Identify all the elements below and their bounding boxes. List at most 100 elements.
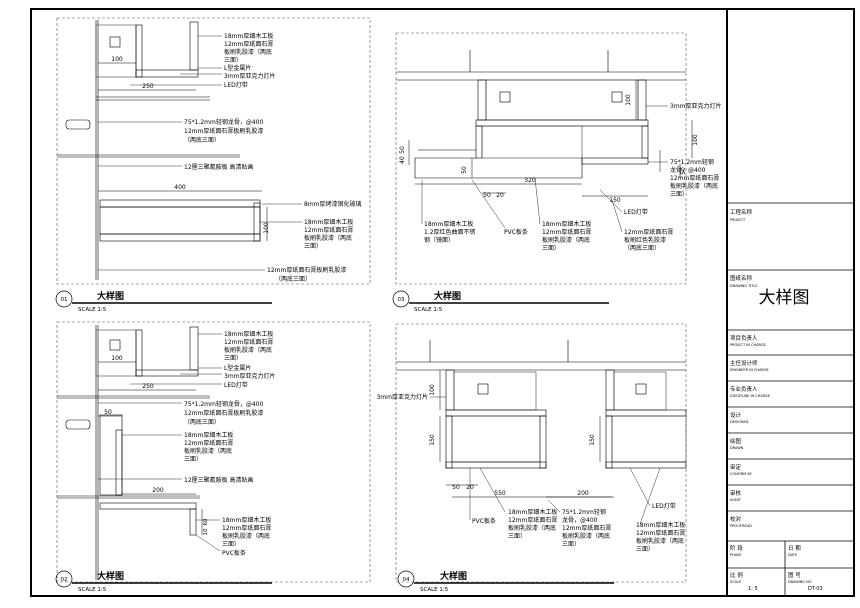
drawing-no-label-en: DRAWING NO	[788, 580, 812, 584]
d4-dim-200: 200	[577, 490, 589, 497]
row-engineer-in-charge: 主任设计师	[730, 359, 758, 367]
d3-label-4: 板刷乳胶漆（两底	[670, 182, 718, 190]
detail-title-04: 04 大样图 SCALE 1:5	[397, 570, 614, 593]
row-confirm-by-en: CONFIRM BY	[730, 472, 753, 476]
d4-label-8: 12mm厚纸面石膏	[562, 524, 611, 532]
detail-02-dimensions	[98, 361, 203, 535]
d3-label-7: 1.2厚红色曲面不锈	[424, 228, 476, 236]
d2-label-10: 18mm厚细木工板	[184, 431, 233, 439]
d1-label-4: L型金属片	[224, 64, 251, 72]
title-block-rows: 项目负责人 PROJECT IN CHARGE 主任设计师 ENGINEER I…	[730, 334, 770, 528]
d3-dim-40: 40	[399, 156, 406, 164]
d4-dim-50: 50	[452, 484, 460, 491]
d1-label-10: 12厘三聚氰胺板 高清贴画	[184, 163, 254, 171]
d3-dim-50: 50	[399, 146, 406, 154]
project-name-label: 工程名称	[730, 208, 753, 216]
detail-number-04: 04	[403, 577, 410, 583]
d3-label-13: 三面）	[542, 245, 560, 252]
d2-label-11: 12mm厚纸面石膏	[184, 439, 233, 447]
d1-label-11: 8mm厚烤漆钢化玻璃	[304, 200, 362, 208]
d1-label-2: 板刷乳胶漆（两底	[224, 48, 272, 56]
d2-dim-60: 60	[203, 518, 209, 525]
detail-title-text-04: 大样图	[440, 570, 467, 582]
detail-title-02: 02 大样图 SCALE 1:5	[55, 570, 272, 593]
d1-label-0: 18mm厚细木工板	[224, 32, 273, 40]
d2-label-17: 板刷乳胶漆（两底	[222, 532, 270, 540]
drawing-no-label: 图 号	[788, 571, 801, 579]
d2-label-1: 12mm厚纸面石膏	[224, 338, 273, 346]
d2-label-13: 三面）	[184, 456, 202, 463]
d3-dim-100-b: 100	[692, 134, 699, 146]
row-engineer-in-charge-en: ENGINEER IN CHARGE	[730, 368, 769, 372]
row-audit: 审核	[730, 489, 742, 497]
d1-label-12: 18mm厚细木工板	[304, 218, 353, 226]
detail-number-02: 02	[61, 577, 68, 583]
detail-scale-01: SCALE 1:5	[78, 307, 107, 313]
d3-label-0: 3mm厚亚克力灯片	[670, 102, 722, 110]
detail-title-03: 03 大样图 SCALE 1:5	[392, 290, 609, 313]
d4-label-1: 18mm厚细木工板	[508, 508, 557, 516]
d4-label-2: 12mm厚纸面石膏	[508, 516, 557, 524]
d2-label-12: 板刷乳胶漆（两底	[184, 447, 232, 455]
d4-dim-100: 100	[429, 384, 436, 396]
d4-label-7: 龙骨，@400	[562, 516, 598, 524]
d4-label-9: 板刷乳胶漆（两底	[562, 532, 610, 540]
detail-02-geometry	[57, 325, 210, 580]
row-designed-en: DESIGNED	[730, 420, 749, 424]
d3-label-17: （两底三面）	[624, 244, 660, 252]
d1-label-16: 12mm厚纸面石膏板刷乳胶漆	[267, 266, 346, 274]
date-label: 日 期	[788, 545, 801, 552]
d2-label-14: 12厘三聚氰胺板 高清贴画	[184, 476, 254, 484]
detail-03-geometry	[396, 50, 686, 179]
row-audit-en: AUDIT	[730, 498, 742, 502]
d4-dim-150-b: 150	[589, 434, 596, 446]
d3-label-8: 钢（镜面）	[424, 236, 454, 244]
d2-label-16: 12mm厚纸面石膏	[222, 524, 271, 532]
detail-01-geometry	[57, 20, 261, 280]
detail-01-leaders	[98, 35, 302, 271]
d3-dim-320: 320	[524, 177, 536, 184]
detail-03-leaders	[421, 105, 668, 233]
d1-label-6: LED灯带	[224, 81, 248, 89]
row-proofread-en: PROOFREAD	[730, 524, 752, 528]
row-drawn: 绘图	[730, 437, 742, 445]
detail-title-text-03: 大样图	[434, 290, 461, 302]
d4-label-6: 75*1.2mm轻钢	[562, 508, 606, 516]
d4-label-11: LED灯带	[652, 502, 676, 510]
detail-scale-04: SCALE 1:5	[420, 587, 449, 593]
d2-label-19: PVC板条	[222, 549, 246, 557]
d4-label-14: 板刷乳胶漆（两底	[636, 537, 684, 545]
drawing-title-value: 大样图	[759, 288, 810, 308]
d2-label-8: 12mm厚纸面石膏板刷乳胶漆	[184, 409, 263, 417]
d3-label-15: 12mm厚纸面石膏	[624, 228, 673, 236]
detail-02-frame	[56, 321, 371, 583]
detail-01-frame	[56, 17, 371, 285]
d3-dim-50-c: 50	[483, 192, 491, 199]
scale-label-en: SCALE	[730, 580, 741, 584]
d3-dim-150: 150	[609, 197, 621, 204]
d4-label-5: PVC板条	[472, 517, 496, 525]
d1-dim-100-vertical: 100	[263, 222, 270, 234]
d1-label-5: 3mm厚亚克力灯片	[224, 72, 276, 80]
drawing-title-label-en: DRAWING TITLE	[730, 284, 758, 288]
d3-label-2: 龙骨，@400	[670, 166, 706, 174]
row-discipline-in-charge: 专业负责人	[730, 385, 758, 393]
d4-label-12: 18mm厚细木工板	[636, 521, 685, 529]
title-block	[727, 202, 854, 596]
d1-dim-100: 100	[111, 56, 123, 63]
d1-label-17: （两底三面）	[275, 275, 311, 283]
d4-label-0: 3mm厚亚克力灯片	[376, 393, 428, 401]
d3-label-9: PVC板条	[504, 228, 528, 236]
detail-title-01: 01 大样图 SCALE 1:5	[55, 290, 272, 313]
d3-label-10: 18mm厚细木工板	[542, 220, 591, 228]
detail-title-text-01: 大样图	[97, 290, 124, 302]
row-confirm-by: 审定	[730, 463, 742, 471]
sheet-border	[30, 8, 855, 597]
d2-dim-250: 250	[142, 383, 154, 390]
d4-label-3: 板刷乳胶漆（两底	[508, 524, 556, 532]
d3-label-11: 12mm厚纸面石膏	[542, 228, 591, 236]
d1-label-15: 三面）	[304, 243, 322, 250]
detail-03-frame	[395, 32, 687, 285]
d3-dim-50-b: 50	[461, 166, 468, 174]
